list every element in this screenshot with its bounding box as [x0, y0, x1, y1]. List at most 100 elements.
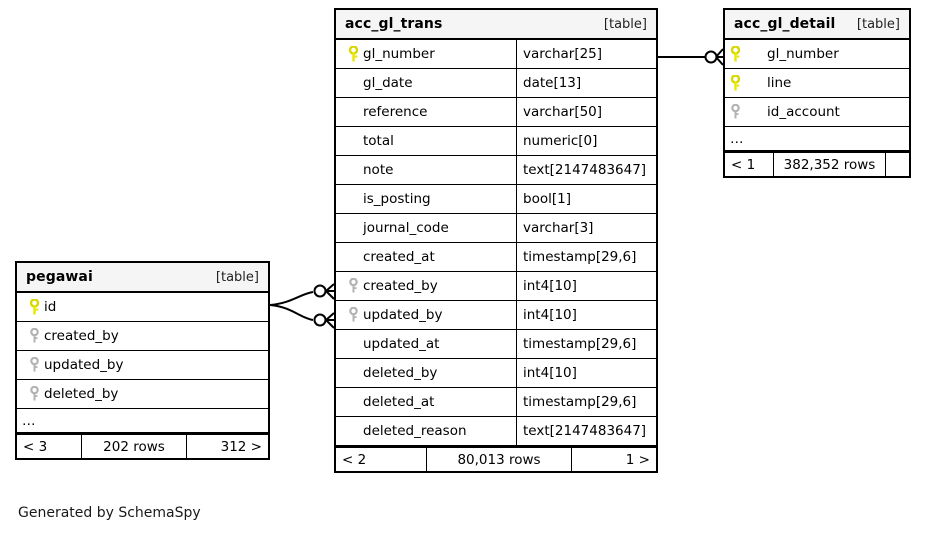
- relationship-pegawai-to-updated-by: [269, 304, 335, 329]
- column-type: int4[10]: [516, 359, 656, 387]
- more-columns-indicator[interactable]: …: [725, 127, 909, 151]
- column-name: journal_code: [363, 220, 449, 236]
- footer-inbound-count[interactable]: < 2: [342, 451, 367, 468]
- column-name-cell: updated_by: [336, 301, 516, 329]
- primary-key-icon: [725, 45, 745, 63]
- column-name: gl_number: [363, 46, 435, 62]
- column-type: int4[10]: [516, 272, 656, 300]
- crows-foot-icon: [325, 283, 335, 300]
- table-row[interactable]: gl_number varchar[25]: [336, 40, 656, 69]
- column-name: id: [44, 299, 57, 315]
- table-header: acc_gl_detail [table]: [725, 10, 909, 40]
- primary-key-icon: [343, 45, 363, 63]
- column-name: deleted_at: [363, 394, 435, 410]
- table-row[interactable]: created_by: [17, 322, 268, 351]
- table-footer: < 1 382,352 rows: [725, 151, 909, 176]
- footer-inbound-count[interactable]: < 3: [23, 438, 48, 455]
- column-name: gl_number: [767, 46, 839, 62]
- table-header: pegawai [table]: [17, 263, 268, 293]
- footer-outbound-count[interactable]: [885, 153, 909, 176]
- column-name-cell: line: [725, 69, 909, 97]
- table-row[interactable]: deleted_at timestamp[29,6]: [336, 388, 656, 417]
- table-row[interactable]: line: [725, 69, 909, 98]
- table-row[interactable]: gl_number: [725, 40, 909, 69]
- column-type: text[2147483647]: [516, 156, 656, 184]
- table-acc-gl-trans[interactable]: acc_gl_trans [table] gl_number varchar[2…: [334, 8, 658, 473]
- column-name-cell: reference: [336, 98, 516, 126]
- column-name: deleted_reason: [363, 423, 467, 439]
- column-name-cell: id_account: [725, 98, 909, 126]
- footer-outbound-count[interactable]: 312 >: [186, 435, 268, 458]
- foreign-key-icon: [725, 103, 745, 121]
- column-name-cell: journal_code: [336, 214, 516, 242]
- column-name-cell: deleted_by: [17, 380, 268, 408]
- table-pegawai[interactable]: pegawai [table] id created_by updated_by: [15, 261, 270, 460]
- footer-row-count: 202 rows: [81, 435, 186, 458]
- table-row[interactable]: updated_by int4[10]: [336, 301, 656, 330]
- column-name-cell: gl_number: [336, 40, 516, 68]
- column-name: created_at: [363, 249, 435, 265]
- table-type-tag: [table]: [603, 16, 647, 32]
- column-name: updated_by: [363, 307, 443, 323]
- footer-outbound-count[interactable]: 1 >: [571, 448, 656, 471]
- relationship-acc-gl-trans-to-acc-gl-detail: [658, 48, 724, 66]
- table-row[interactable]: id_account: [725, 98, 909, 127]
- table-row[interactable]: note text[2147483647]: [336, 156, 656, 185]
- column-name: created_by: [44, 328, 119, 344]
- foreign-key-icon: [24, 385, 44, 403]
- table-name: acc_gl_trans: [345, 16, 443, 32]
- relationship-pegawai-to-created-by: [269, 283, 335, 306]
- column-name-cell: created_by: [17, 322, 268, 350]
- table-row[interactable]: id: [17, 293, 268, 322]
- table-row[interactable]: gl_date date[13]: [336, 69, 656, 98]
- column-name: updated_by: [44, 357, 124, 373]
- column-name-cell: created_at: [336, 243, 516, 271]
- table-name: pegawai: [26, 269, 93, 285]
- column-name: reference: [363, 104, 428, 120]
- table-row[interactable]: reference varchar[50]: [336, 98, 656, 127]
- foreign-key-icon: [343, 277, 363, 295]
- foreign-key-icon: [24, 327, 44, 345]
- table-row[interactable]: created_by int4[10]: [336, 272, 656, 301]
- table-row[interactable]: updated_at timestamp[29,6]: [336, 330, 656, 359]
- column-type: numeric[0]: [516, 127, 656, 155]
- table-row[interactable]: created_at timestamp[29,6]: [336, 243, 656, 272]
- column-type: int4[10]: [516, 301, 656, 329]
- column-type: timestamp[29,6]: [516, 243, 656, 271]
- foreign-key-icon: [24, 356, 44, 374]
- table-type-tag: [table]: [856, 16, 900, 32]
- column-name-cell: gl_date: [336, 69, 516, 97]
- column-type: varchar[25]: [516, 40, 656, 68]
- column-name: deleted_by: [363, 365, 438, 381]
- foreign-key-icon: [343, 306, 363, 324]
- table-row[interactable]: is_posting bool[1]: [336, 185, 656, 214]
- column-name: line: [767, 75, 792, 91]
- generated-by-caption: Generated by SchemaSpy: [18, 505, 201, 521]
- column-name-cell: created_by: [336, 272, 516, 300]
- table-row[interactable]: journal_code varchar[3]: [336, 214, 656, 243]
- column-name: deleted_by: [44, 386, 119, 402]
- more-columns-indicator[interactable]: …: [17, 409, 268, 433]
- footer-inbound-count[interactable]: < 1: [731, 156, 756, 173]
- column-name: updated_at: [363, 336, 440, 352]
- column-name-cell: is_posting: [336, 185, 516, 213]
- table-row[interactable]: deleted_reason text[2147483647]: [336, 417, 656, 446]
- column-name: note: [363, 162, 394, 178]
- table-row[interactable]: deleted_by int4[10]: [336, 359, 656, 388]
- column-type: bool[1]: [516, 185, 656, 213]
- footer-row-count: 382,352 rows: [773, 153, 885, 176]
- column-name-cell: updated_at: [336, 330, 516, 358]
- column-type: date[13]: [516, 69, 656, 97]
- column-name-cell: deleted_at: [336, 388, 516, 416]
- table-row[interactable]: updated_by: [17, 351, 268, 380]
- table-acc-gl-detail[interactable]: acc_gl_detail [table] gl_number line id_…: [723, 8, 911, 178]
- table-row[interactable]: deleted_by: [17, 380, 268, 409]
- crows-foot-icon: [325, 312, 335, 329]
- crows-foot-icon: [715, 48, 724, 66]
- primary-key-icon: [725, 74, 745, 92]
- column-name: gl_date: [363, 75, 413, 91]
- column-name-cell: note: [336, 156, 516, 184]
- table-footer: < 2 80,013 rows 1 >: [336, 446, 656, 471]
- column-name: is_posting: [363, 191, 431, 207]
- table-row[interactable]: total numeric[0]: [336, 127, 656, 156]
